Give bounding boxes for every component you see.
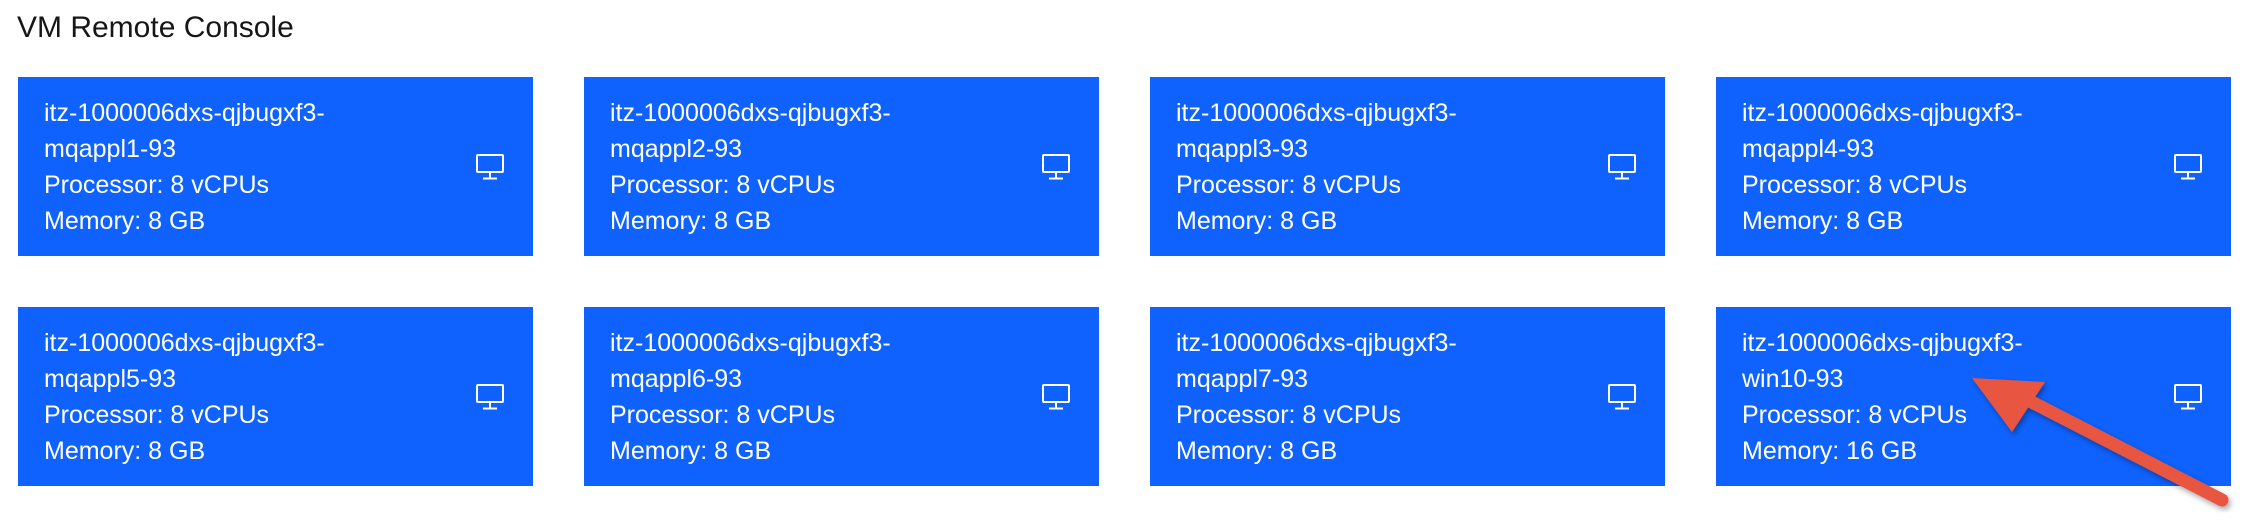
vm-tile-text: itz-1000006dxs-qjbugxf3- win10-93 Proces… <box>1742 325 2023 469</box>
vm-tile-text: itz-1000006dxs-qjbugxf3- mqappl6-93 Proc… <box>610 325 891 469</box>
vm-processor: Processor: 8 vCPUs <box>1176 401 1402 429</box>
vm-memory: Memory: 8 GB <box>610 437 772 465</box>
vm-name-line2: win10-93 <box>1742 365 1844 393</box>
vm-name-line1: itz-1000006dxs-qjbugxf3- <box>44 99 325 127</box>
monitor-icon <box>1607 382 1637 412</box>
vm-processor: Processor: 8 vCPUs <box>1742 401 1968 429</box>
monitor-icon <box>1041 382 1071 412</box>
vm-memory: Memory: 8 GB <box>1176 207 1338 235</box>
vm-tile-mqappl4[interactable]: itz-1000006dxs-qjbugxf3- mqappl4-93 Proc… <box>1716 77 2231 256</box>
vm-memory: Memory: 8 GB <box>1742 207 1904 235</box>
vm-processor: Processor: 8 vCPUs <box>610 401 836 429</box>
vm-tile-mqappl6[interactable]: itz-1000006dxs-qjbugxf3- mqappl6-93 Proc… <box>584 307 1099 486</box>
vm-tile-win10[interactable]: itz-1000006dxs-qjbugxf3- win10-93 Proces… <box>1716 307 2231 486</box>
vm-name-line2: mqappl3-93 <box>1176 135 1309 163</box>
vm-tile-text: itz-1000006dxs-qjbugxf3- mqappl7-93 Proc… <box>1176 325 1457 469</box>
vm-processor: Processor: 8 vCPUs <box>1742 171 1968 199</box>
monitor-icon <box>2173 382 2203 412</box>
vm-name-line2: mqappl6-93 <box>610 365 743 393</box>
vm-name-line2: mqappl4-93 <box>1742 135 1875 163</box>
vm-name-line1: itz-1000006dxs-qjbugxf3- <box>1176 99 1457 127</box>
monitor-icon <box>1607 152 1637 182</box>
vm-memory: Memory: 8 GB <box>610 207 772 235</box>
vm-name-line1: itz-1000006dxs-qjbugxf3- <box>1176 329 1457 357</box>
vm-tile-text: itz-1000006dxs-qjbugxf3- mqappl5-93 Proc… <box>44 325 325 469</box>
page-title: VM Remote Console <box>17 11 294 44</box>
vm-memory: Memory: 16 GB <box>1742 437 1918 465</box>
vm-name-line1: itz-1000006dxs-qjbugxf3- <box>1742 99 2023 127</box>
vm-processor: Processor: 8 vCPUs <box>1176 171 1402 199</box>
monitor-icon <box>475 382 505 412</box>
vm-tile-text: itz-1000006dxs-qjbugxf3- mqappl1-93 Proc… <box>44 95 325 239</box>
vm-processor: Processor: 8 vCPUs <box>44 171 270 199</box>
vm-processor: Processor: 8 vCPUs <box>44 401 270 429</box>
vm-name-line2: mqappl5-93 <box>44 365 177 393</box>
vm-tile-mqappl1[interactable]: itz-1000006dxs-qjbugxf3- mqappl1-93 Proc… <box>18 77 533 256</box>
vm-name-line1: itz-1000006dxs-qjbugxf3- <box>1742 329 2023 357</box>
vm-memory: Memory: 8 GB <box>44 437 206 465</box>
vm-memory: Memory: 8 GB <box>1176 437 1338 465</box>
vm-tile-text: itz-1000006dxs-qjbugxf3- mqappl4-93 Proc… <box>1742 95 2023 239</box>
vm-tile-mqappl5[interactable]: itz-1000006dxs-qjbugxf3- mqappl5-93 Proc… <box>18 307 533 486</box>
vm-name-line1: itz-1000006dxs-qjbugxf3- <box>44 329 325 357</box>
vm-name-line1: itz-1000006dxs-qjbugxf3- <box>610 99 891 127</box>
monitor-icon <box>475 152 505 182</box>
vm-tile-text: itz-1000006dxs-qjbugxf3- mqappl2-93 Proc… <box>610 95 891 239</box>
vm-tile-mqappl2[interactable]: itz-1000006dxs-qjbugxf3- mqappl2-93 Proc… <box>584 77 1099 256</box>
vm-name-line2: mqappl1-93 <box>44 135 177 163</box>
vm-memory: Memory: 8 GB <box>44 207 206 235</box>
monitor-icon <box>2173 152 2203 182</box>
vm-name-line2: mqappl7-93 <box>1176 365 1309 393</box>
vm-processor: Processor: 8 vCPUs <box>610 171 836 199</box>
vm-name-line2: mqappl2-93 <box>610 135 743 163</box>
vm-tile-text: itz-1000006dxs-qjbugxf3- mqappl3-93 Proc… <box>1176 95 1457 239</box>
vm-name-line1: itz-1000006dxs-qjbugxf3- <box>610 329 891 357</box>
vm-tile-mqappl3[interactable]: itz-1000006dxs-qjbugxf3- mqappl3-93 Proc… <box>1150 77 1665 256</box>
vm-tile-mqappl7[interactable]: itz-1000006dxs-qjbugxf3- mqappl7-93 Proc… <box>1150 307 1665 486</box>
monitor-icon <box>1041 152 1071 182</box>
